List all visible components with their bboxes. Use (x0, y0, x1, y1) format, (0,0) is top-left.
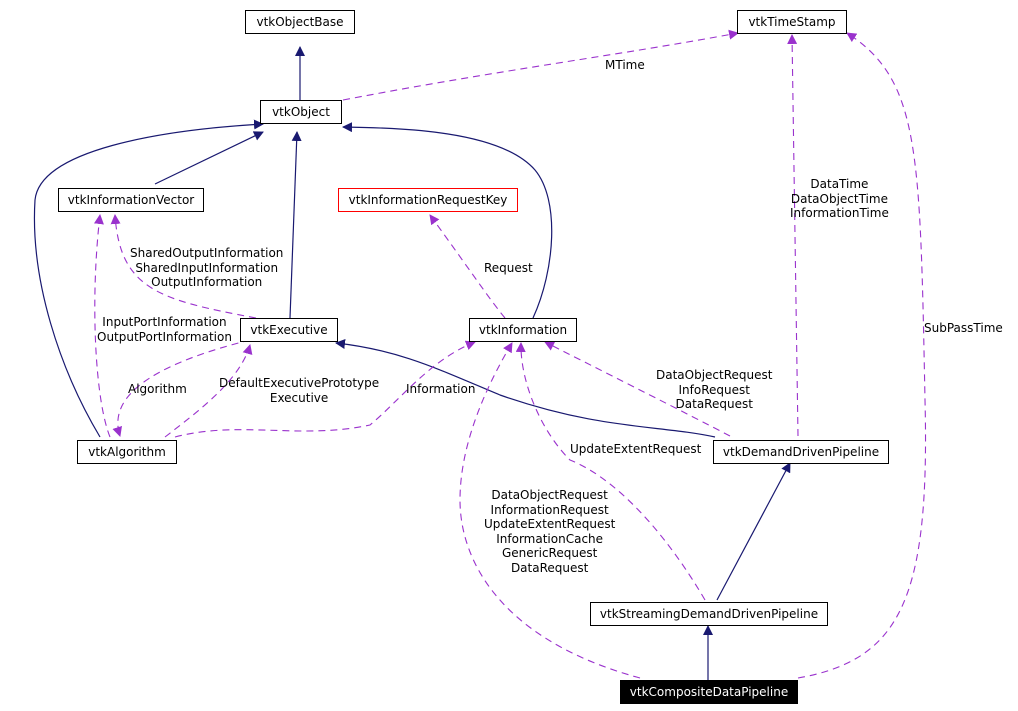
label-information: Information (406, 382, 476, 396)
label-subpasstime: SubPassTime (924, 321, 1003, 335)
label-shared: SharedOutputInformation SharedInputInfor… (130, 246, 284, 289)
node-vtkobject[interactable]: vtkObject (260, 100, 342, 124)
label-update-extent: UpdateExtentRequest (570, 442, 702, 456)
label-times: DataTime DataObjectTime InformationTime (790, 177, 889, 220)
label-ddp-requests: DataObjectRequest InfoRequest DataReques… (656, 368, 773, 411)
edge-object-mtime (342, 29, 739, 101)
label-algorithm: Algorithm (128, 382, 187, 396)
label-defexec: DefaultExecutivePrototype Executive (219, 376, 380, 405)
label-cdp-requests: DataObjectRequest InformationRequest Upd… (484, 488, 616, 575)
node-vtkcompositedatapipeline[interactable]: vtkCompositeDataPipeline (620, 680, 798, 704)
node-vtkinformationvector[interactable]: vtkInformationVector (58, 188, 204, 212)
edge-executive-inherits-object (289, 131, 302, 319)
label-mtime: MTime (605, 58, 645, 72)
node-vtkalgorithm[interactable]: vtkAlgorithm (77, 440, 177, 464)
edge-algorithm-executive (164, 344, 253, 438)
edge-cdp-subpasstime (797, 32, 927, 679)
edge-sddp-inherits-ddp (716, 462, 791, 601)
node-vtkdemanddrivenpipeline[interactable]: vtkDemandDrivenPipeline (713, 440, 889, 464)
node-vtkexecutive[interactable]: vtkExecutive (240, 318, 338, 342)
edge-ddp-inherits-executive (335, 339, 716, 438)
label-request: Request (484, 261, 533, 275)
edge-ddp-times (787, 34, 799, 437)
node-vtktimestamp[interactable]: vtkTimeStamp (737, 10, 847, 34)
edge-infovector-inherits-object (154, 131, 264, 185)
label-ports: InputPortInformation OutputPortInformati… (97, 315, 232, 344)
edge-executive-shared (110, 214, 257, 319)
node-vtkobjectbase[interactable]: vtkObjectBase (245, 10, 355, 34)
edge-algorithm-ports (93, 214, 111, 438)
edge-algorithm-information (174, 340, 476, 438)
edge-information-inherits-object (342, 122, 553, 319)
node-vtkinformation[interactable]: vtkInformation (469, 318, 577, 342)
node-vtkinformationrequestkey[interactable]: vtkInformationRequestKey (338, 188, 518, 212)
node-vtkstreamingdemanddrivenpipeline[interactable]: vtkStreamingDemandDrivenPipeline (590, 602, 828, 626)
edge-cdp-information (459, 342, 641, 679)
edge-executive-algorithm (112, 339, 251, 437)
edge-algorithm-inherits-object (33, 119, 264, 438)
